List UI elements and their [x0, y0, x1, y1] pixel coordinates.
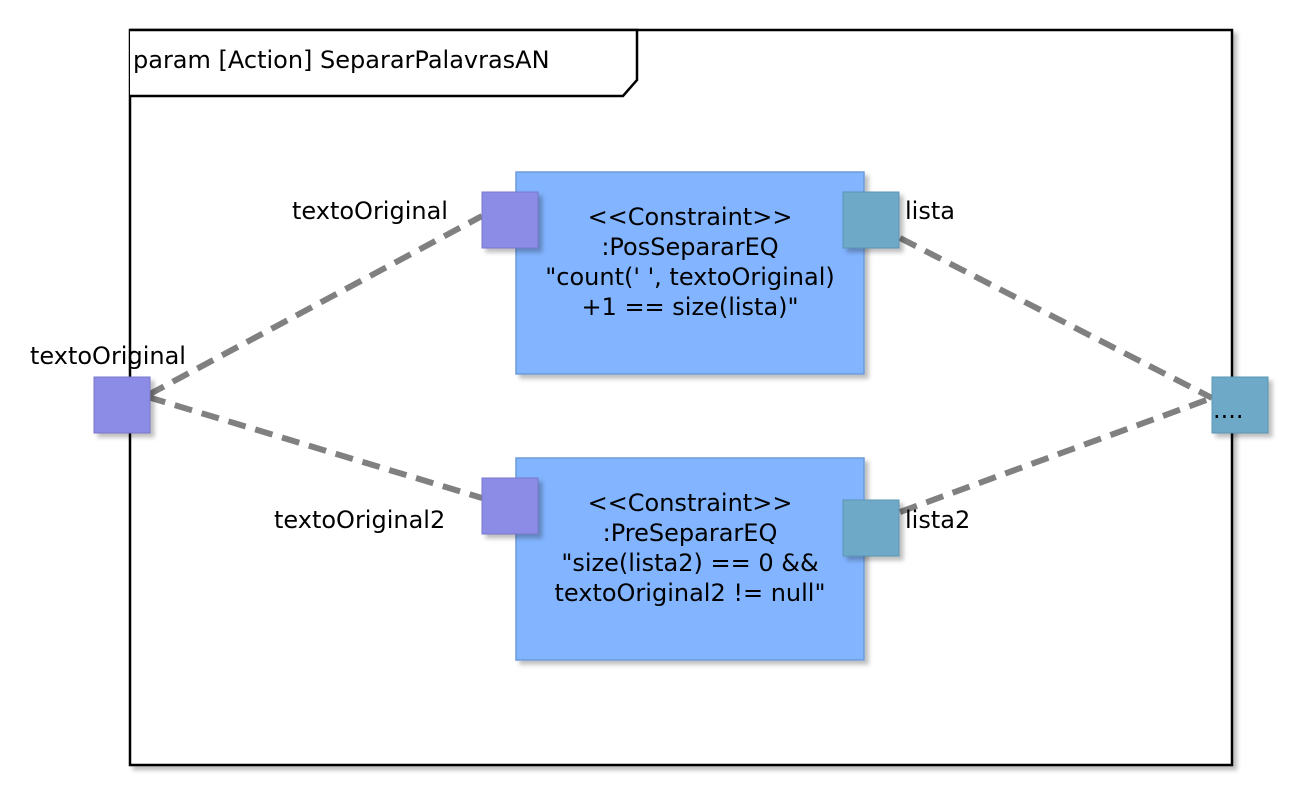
port-label-pre-out: lista2 — [905, 506, 971, 534]
port-label-pos-out: lista — [905, 197, 955, 225]
port-label-outer-out: .... — [1213, 396, 1244, 424]
port-outer-in[interactable] — [93, 376, 151, 434]
port-label-pre-in: textoOriginal2 — [274, 506, 446, 534]
constraint-name: :PosSepararEQ — [601, 233, 779, 261]
constraint-text-pre: <<Constraint>> :PreSepararEQ "size(lista… — [516, 488, 864, 608]
port-pre-out[interactable] — [842, 499, 900, 557]
port-label-outer-in: textoOriginal — [30, 342, 186, 370]
port-pos-out[interactable] — [842, 191, 900, 249]
port-pos-in[interactable] — [481, 191, 539, 249]
constraint-stereotype: <<Constraint>> — [587, 489, 793, 517]
port-label-pos-in: textoOriginal — [292, 197, 448, 225]
connector-outer-to-pre[interactable] — [147, 394, 483, 501]
constraint-block-pre[interactable] — [515, 457, 865, 661]
constraint-name: :PreSepararEQ — [602, 519, 778, 547]
connector-outer-to-pos[interactable] — [146, 213, 484, 398]
frame-title: param [Action] SepararPalavrasAN — [133, 46, 550, 74]
constraint-stereotype: <<Constraint>> — [587, 203, 793, 231]
constraint-expression-line: +1 == size(lista)" — [581, 293, 799, 321]
port-pre-in[interactable] — [481, 477, 539, 535]
constraint-expression-line: textoOriginal2 != null" — [554, 579, 826, 607]
connector-pos-to-out[interactable] — [898, 235, 1214, 401]
frame-title-tab — [130, 28, 639, 98]
constraint-expression-line: "size(lista2) == 0 && — [561, 549, 819, 577]
port-outer-out[interactable] — [1211, 376, 1269, 434]
constraint-expression-line: "count(' ', textoOriginal) — [545, 263, 835, 291]
constraint-block-pos[interactable] — [515, 171, 865, 375]
constraint-text-pos: <<Constraint>> :PosSepararEQ "count(' ',… — [516, 202, 864, 322]
